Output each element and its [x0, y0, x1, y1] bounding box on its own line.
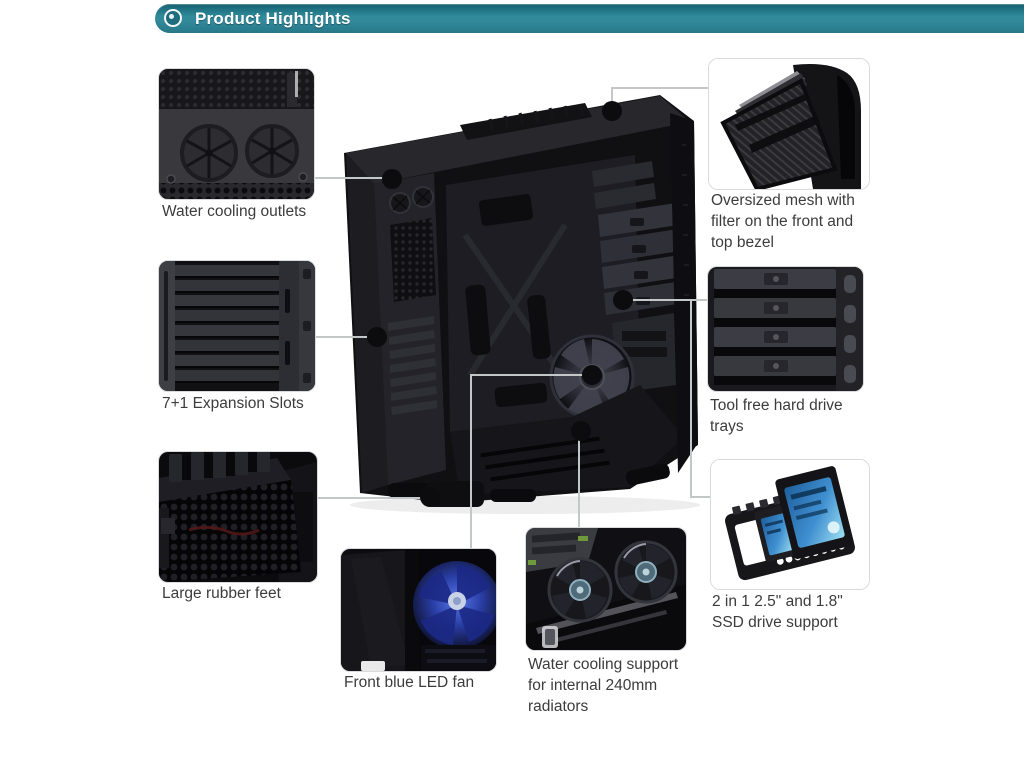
label-line: Front blue LED fan	[344, 674, 475, 691]
grommet-right	[245, 124, 299, 178]
label-line: top bezel	[711, 234, 774, 251]
rubber-feet-photo	[158, 451, 318, 583]
callout-label-led-fan: Front blue LED fan	[344, 672, 474, 693]
connector-ssd-v	[690, 300, 692, 498]
label-line: trays	[710, 418, 744, 435]
radiator-fan-1	[614, 540, 678, 604]
expansion-slots-photo	[158, 260, 316, 392]
label-line: SSD drive support	[712, 614, 838, 631]
section-title: Product Highlights	[195, 9, 351, 28]
connector-ssd-h	[690, 496, 710, 498]
connector-led-fan-v	[470, 374, 472, 548]
connector-water-outlets	[315, 177, 392, 179]
dot-icon	[164, 9, 182, 27]
callout-label-ssd: 2 in 1 2.5" and 1.8" SSD drive support	[712, 591, 843, 633]
front-led-fan-photo	[340, 548, 497, 672]
label-line: Water cooling outlets	[162, 203, 307, 220]
water-cooling-support-photo	[525, 527, 687, 651]
marker-case-floor	[571, 421, 591, 441]
label-line: Tool free hard drive	[710, 397, 843, 414]
connector-led-fan-h	[471, 374, 592, 376]
callout-label-expansion-slots: 7+1 Expansion Slots	[162, 393, 304, 414]
callout-label-mesh: Oversized mesh with filter on the front …	[711, 190, 855, 253]
marker-expansion-slots	[367, 327, 387, 347]
grommet-detail	[389, 186, 434, 214]
connector-expansion-slots	[316, 336, 377, 338]
label-line: filter on the front and	[711, 213, 854, 230]
marker-front-fan	[582, 365, 602, 385]
mesh-filter-photo	[708, 58, 870, 190]
connector-rubber-feet	[318, 497, 430, 499]
connector-trays	[623, 299, 708, 301]
water-cooling-outlets-photo	[158, 68, 315, 200]
hard-drive-trays-photo	[707, 266, 864, 392]
connector-water-support	[578, 431, 580, 527]
callout-label-trays: Tool free hard drive trays	[710, 395, 843, 437]
label-line: radiators	[528, 698, 589, 715]
marker-drive-trays	[613, 290, 633, 310]
label-line: 7+1 Expansion Slots	[162, 395, 304, 412]
callout-label-water-outlets: Water cooling outlets	[162, 201, 306, 222]
ssd-bracket-photo	[710, 459, 870, 590]
marker-top-bezel	[602, 101, 622, 121]
case-interior-photo	[330, 85, 705, 520]
label-line: Oversized mesh with	[711, 192, 855, 209]
label-line: Large rubber feet	[162, 585, 281, 602]
radiator-fan-2	[547, 557, 613, 623]
label-line: 2 in 1 2.5" and 1.8"	[712, 593, 843, 610]
callout-label-water-support: Water cooling support for internal 240mm…	[528, 654, 678, 717]
label-line: Water cooling support	[528, 656, 679, 673]
label-line: for internal 240mm	[528, 677, 658, 694]
section-header-bar: Product Highlights	[155, 4, 1024, 33]
marker-rubber-feet	[420, 487, 440, 507]
marker-water-outlets	[382, 169, 402, 189]
connector-mesh-v	[611, 88, 613, 113]
connector-mesh-h	[611, 87, 708, 89]
grommet-left	[180, 124, 238, 182]
callout-label-rubber-feet: Large rubber feet	[162, 583, 281, 604]
